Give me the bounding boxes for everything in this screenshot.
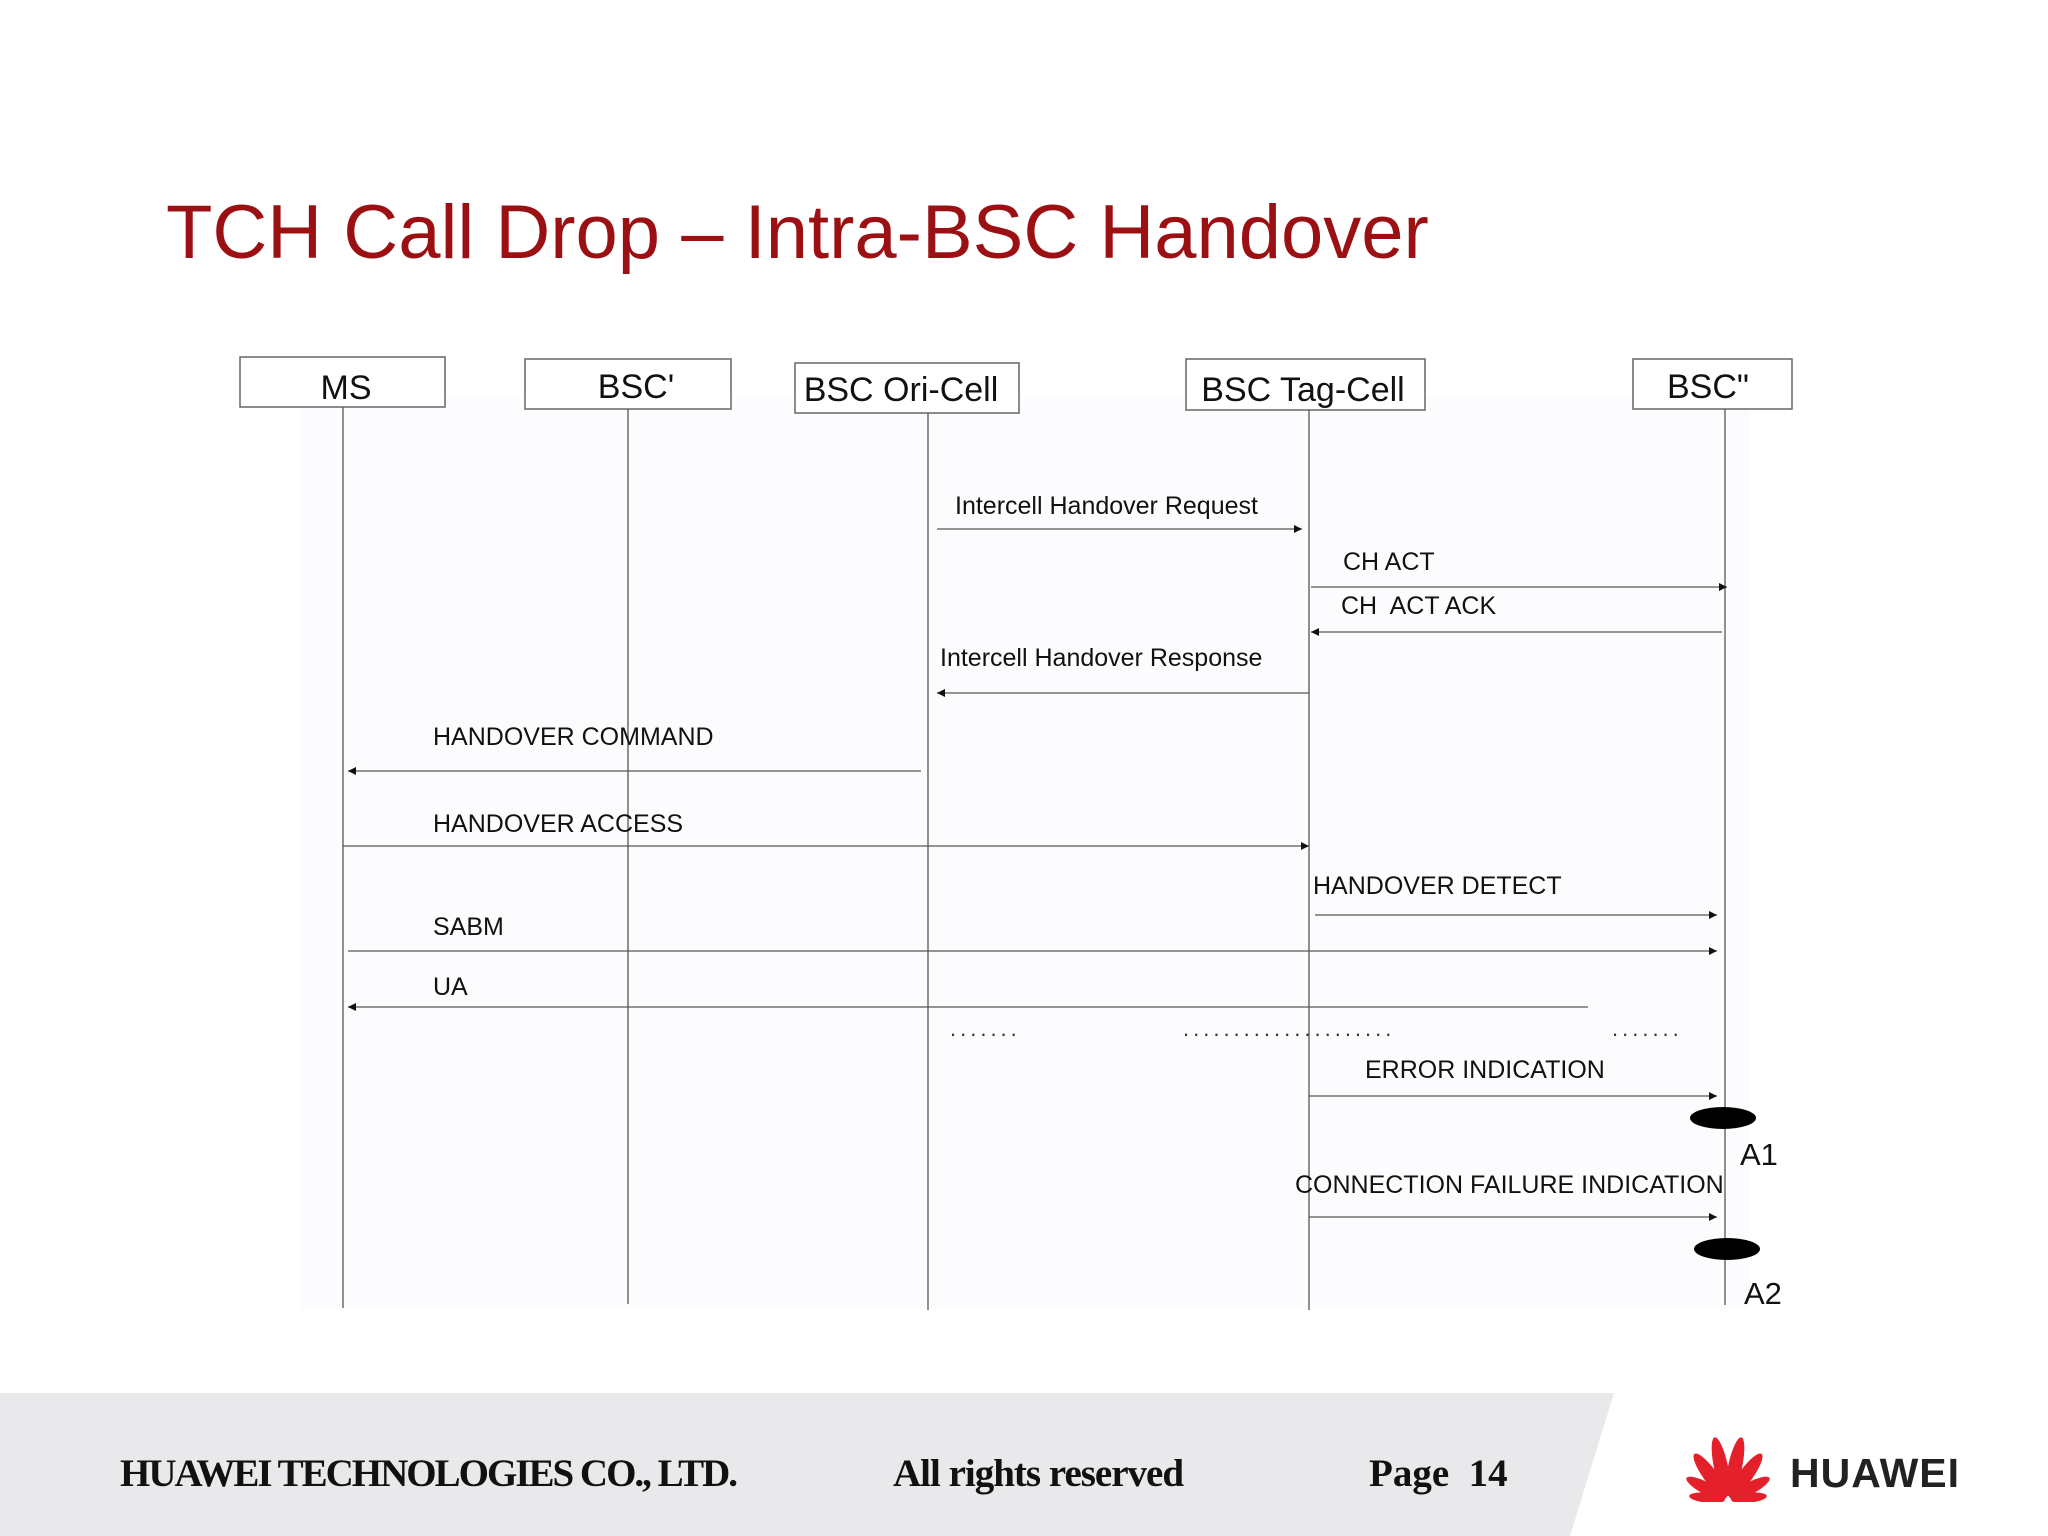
ellipsis-right: .......	[1612, 1016, 1683, 1041]
lifeline-box-tag	[1185, 358, 1426, 411]
message-label-handover-access: HANDOVER ACCESS	[433, 810, 683, 838]
message-label-intercell-handover-response: Intercell Handover Response	[940, 644, 1262, 672]
huawei-logo-wordmark: HUAWEI	[1790, 1450, 1960, 1496]
message-label-ua: UA	[433, 973, 468, 1001]
marker-a2-label: A2	[1744, 1276, 1782, 1311]
lifeline-label-bsc2: BSC"	[1667, 368, 1749, 406]
footer-slant-divider	[1570, 1393, 1650, 1536]
message-label-handover-command: HANDOVER COMMAND	[433, 723, 714, 751]
message-label-error-indication: ERROR INDICATION	[1365, 1056, 1605, 1084]
footer-rights: All rights reserved	[893, 1452, 1184, 1495]
ellipsis-middle-b: .......	[1254, 1016, 1325, 1041]
message-label-handover-detect: HANDOVER DETECT	[1313, 872, 1562, 900]
slide-title: TCH Call Drop – Intra-BSC Handover	[166, 190, 1429, 275]
marker-a2-blob	[1694, 1238, 1760, 1260]
ellipsis-middle: .....................	[1183, 1016, 1395, 1041]
lifeline-label-ms: MS	[321, 369, 372, 407]
message-label-ch-act-ack: CH ACT ACK	[1341, 592, 1496, 620]
ellipsis-middle-c: .......	[1325, 1016, 1396, 1041]
marker-a1-label: A1	[1740, 1137, 1778, 1172]
message-label-ch-act: CH ACT	[1343, 548, 1435, 576]
footer-company: HUAWEI TECHNOLOGIES CO., LTD.	[120, 1452, 738, 1495]
huawei-logo-icon	[1686, 1437, 1770, 1502]
ellipsis-middle-a: .......	[1183, 1016, 1254, 1041]
lifeline-label-ori: BSC Ori-Cell	[804, 371, 999, 409]
sequence-diagram: MS BSC' BSC Ori-Cell BSC Tag-Cell BSC" I…	[239, 356, 1793, 1311]
lifeline-box-bsc2	[1632, 358, 1793, 410]
lifeline-label-tag: BSC Tag-Cell	[1201, 371, 1404, 409]
marker-a1-blob	[1690, 1107, 1756, 1129]
ellipsis-left: .......	[950, 1016, 1021, 1041]
footer-page-number: Page 14	[1369, 1452, 1508, 1495]
lifeline-box-ori	[794, 362, 1020, 414]
message-label-intercell-handover-request: Intercell Handover Request	[955, 492, 1258, 520]
message-label-sabm: SABM	[433, 913, 504, 941]
lifeline-box-bsc1	[524, 358, 732, 410]
lifeline-label-bsc1: BSC'	[598, 368, 674, 406]
message-label-connection-failure-indication: CONNECTION FAILURE INDICATION	[1295, 1171, 1724, 1199]
